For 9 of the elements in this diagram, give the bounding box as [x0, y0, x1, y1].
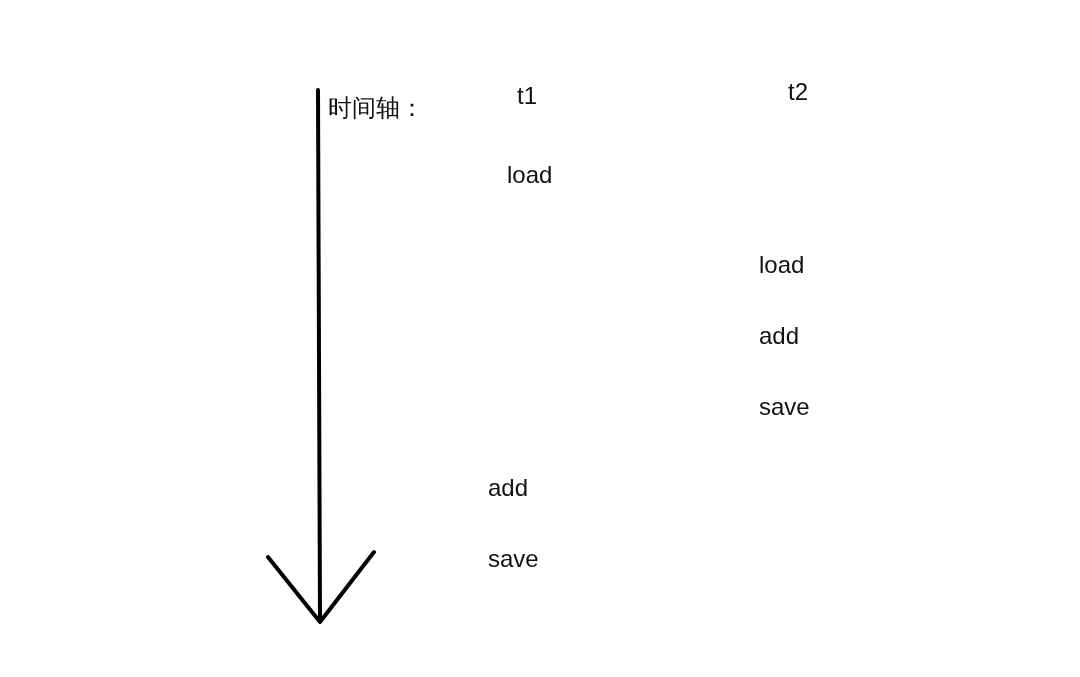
thread-label: t2 — [788, 78, 808, 106]
operation-label: save — [488, 545, 539, 573]
axis-title: 时间轴： — [328, 94, 424, 122]
operation-label: add — [759, 322, 800, 350]
thread-label: t1 — [517, 82, 537, 110]
operation-label: add — [488, 474, 529, 502]
operation-label: save — [759, 393, 810, 421]
operation-label: load — [507, 161, 553, 189]
operation-label: load — [759, 251, 805, 279]
